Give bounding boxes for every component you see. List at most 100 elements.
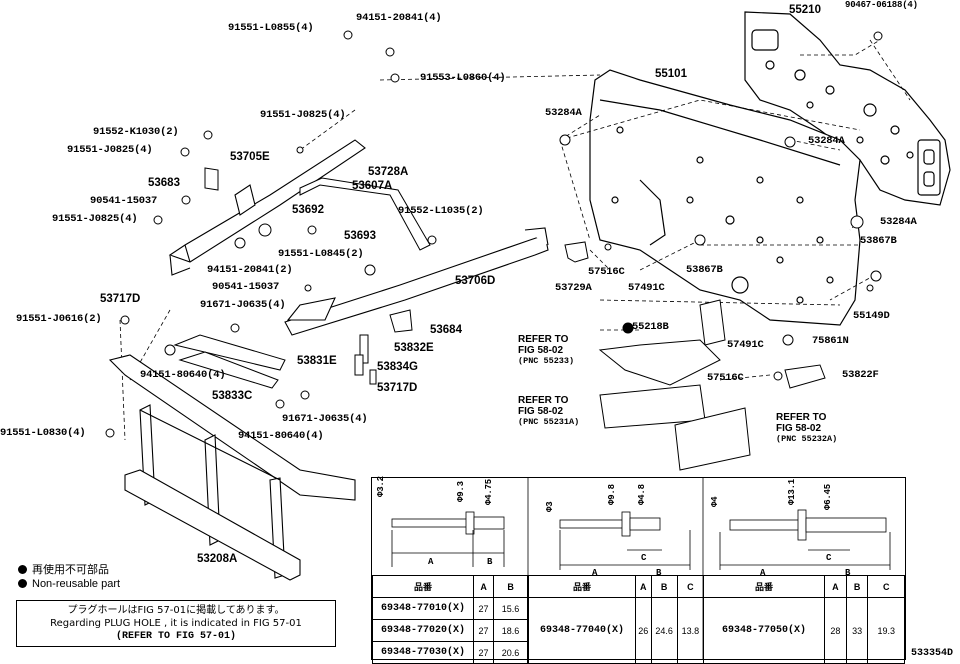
- label-91671-J0635-b: 91671-J0635(4): [282, 413, 368, 425]
- cell-part: 69348-77050(X): [703, 597, 825, 664]
- label-91552-K1030: 91552-K1030(2): [93, 126, 179, 138]
- label-55210: 55210: [789, 4, 821, 16]
- rivet3-b: B: [845, 568, 851, 578]
- label-94151-20841-top: 94151-20841(4): [356, 12, 442, 24]
- rivet1-d1: Φ3.2: [376, 476, 386, 497]
- rivet-diagrams: [391, 478, 891, 660]
- cell-b: 20.6: [493, 641, 528, 664]
- seal-55218B: [699, 299, 726, 346]
- refer-line: FIG 58-02: [776, 423, 822, 434]
- col-a: A: [472, 575, 495, 598]
- label-94151-80640-a: 94151-80640(4): [140, 369, 226, 381]
- bracket-53729A: [564, 241, 589, 263]
- label-53832E: 53832E: [394, 342, 434, 354]
- label-57516C-b: 57516C: [707, 372, 744, 384]
- cell-a: 27: [472, 641, 495, 664]
- legend-en-text: Non-reusable part: [32, 578, 121, 590]
- label-55218B: 55218B: [632, 321, 669, 333]
- cell-a: 28: [824, 597, 847, 664]
- label-90541-15037-a: 90541-15037: [90, 195, 158, 207]
- label-90467: 90467-06188(4): [845, 0, 918, 10]
- non-reusable-dot-icon: [18, 579, 27, 588]
- cell-c: 19.3: [867, 597, 905, 664]
- rivet-table-1: 品番 A B 69348-77010(X) 27 15.6 69348-7702…: [372, 575, 528, 664]
- table-row: 69348-77050(X) 28 33 19.3: [703, 597, 905, 664]
- fasteners: [105, 30, 883, 438]
- bracket-53822F: [784, 364, 826, 389]
- refer-line: REFER TO: [518, 334, 569, 345]
- label-91551-J0825-c: 91551-J0825(4): [52, 213, 138, 225]
- label-90541-15037-b: 90541-15037: [212, 281, 280, 293]
- col-b: B: [493, 575, 528, 598]
- refer-part-55233: [598, 339, 721, 386]
- col-b: B: [845, 575, 869, 598]
- label-53706D: 53706D: [455, 275, 496, 287]
- label-53729A: 53729A: [555, 282, 592, 294]
- rivet1-d2: Φ9.3: [456, 481, 466, 502]
- label-94151-80640-b: 94151-80640(4): [238, 430, 324, 442]
- col-part: 品番: [528, 575, 636, 598]
- label-53284A-b: 53284A: [808, 135, 845, 147]
- table-row: 69348-77010(X) 27 15.6: [372, 597, 528, 620]
- col-part: 品番: [372, 575, 474, 598]
- rivet1-d3: Φ4.75: [484, 478, 494, 505]
- label-55101: 55101: [655, 68, 687, 80]
- label-53833C: 53833C: [212, 390, 253, 402]
- label-91551-L0830: 91551-L0830(4): [0, 427, 86, 439]
- refer-note-55231A: REFER TO FIG 58-02 (PNC 55231A): [518, 395, 579, 428]
- label-53208A: 53208A: [197, 553, 238, 565]
- note-ja: プラグホールはFIG 57-01に掲載してあります。: [67, 605, 285, 616]
- refer-note-55233: REFER TO FIG 58-02 (PNC 55233): [518, 334, 574, 367]
- label-53822F: 53822F: [842, 369, 879, 381]
- cell-part: 69348-77010(X): [372, 597, 474, 620]
- label-53705E: 53705E: [230, 151, 270, 163]
- cell-part: 69348-77030(X): [372, 641, 474, 664]
- label-91551-L0845: 91551-L0845(2): [278, 248, 364, 260]
- rivet2-c: C: [641, 553, 647, 563]
- note-en: Regarding PLUG HOLE , it is indicated in…: [50, 618, 302, 629]
- rivet2-d3: Φ4.8: [637, 484, 647, 505]
- label-53607A: 53607A: [352, 180, 393, 192]
- refer-pnc: (PNC 55233): [518, 356, 575, 366]
- legend-ja-text: 再使用不可部品: [32, 564, 109, 576]
- table-row: 69348-77020(X) 27 18.6: [372, 619, 528, 642]
- label-57516C-a: 57516C: [588, 266, 625, 278]
- refer-line: FIG 58-02: [518, 406, 564, 417]
- cell-b: 33: [845, 597, 869, 664]
- label-91552-L1035: 91552-L1035(2): [398, 205, 484, 217]
- cell-a: 27: [472, 619, 495, 642]
- cell-b: 15.6: [493, 597, 528, 620]
- label-53684: 53684: [430, 324, 462, 336]
- rivet1-b: B: [487, 557, 493, 567]
- label-75861N: 75861N: [812, 335, 849, 347]
- label-91551-J0825-a: 91551-J0825(4): [260, 109, 346, 121]
- rivet3-c: C: [826, 553, 832, 563]
- cell-b: 18.6: [493, 619, 528, 642]
- table-row: 69348-77030(X) 27 20.6: [372, 641, 528, 664]
- label-53683: 53683: [148, 177, 180, 189]
- cell-a: 26: [635, 597, 652, 664]
- cell-c: 13.8: [676, 597, 705, 664]
- rivet2-b: B: [656, 568, 662, 578]
- label-57491C-a: 57491C: [628, 282, 665, 294]
- label-53867B-a: 53867B: [860, 235, 897, 247]
- refer-part-55232A: [674, 407, 751, 471]
- label-53728A: 53728A: [368, 166, 409, 178]
- rivet-table-3: 品番 A B C 69348-77050(X) 28 33 19.3: [703, 575, 905, 664]
- rivet2-d1: Φ3: [545, 501, 555, 512]
- rivet2-d2: Φ9.8: [607, 484, 617, 505]
- bracket-53683: [204, 167, 219, 191]
- brace-rod: [299, 177, 431, 251]
- label-53867B-b: 53867B: [686, 264, 723, 276]
- refer-note-55232A: REFER TO FIG 58-02 (PNC 55232A): [776, 412, 837, 445]
- rivet3-d1: Φ4: [710, 496, 720, 507]
- rivet3-d2: Φ13.1: [787, 478, 797, 505]
- cell-part: 69348-77020(X): [372, 619, 474, 642]
- rivet-1-drawing: [391, 511, 505, 567]
- dash-panel: [589, 69, 861, 326]
- refer-line: REFER TO: [518, 395, 569, 406]
- label-53692: 53692: [292, 204, 324, 216]
- label-53717D-a: 53717D: [100, 293, 141, 305]
- col-b: B: [650, 575, 678, 598]
